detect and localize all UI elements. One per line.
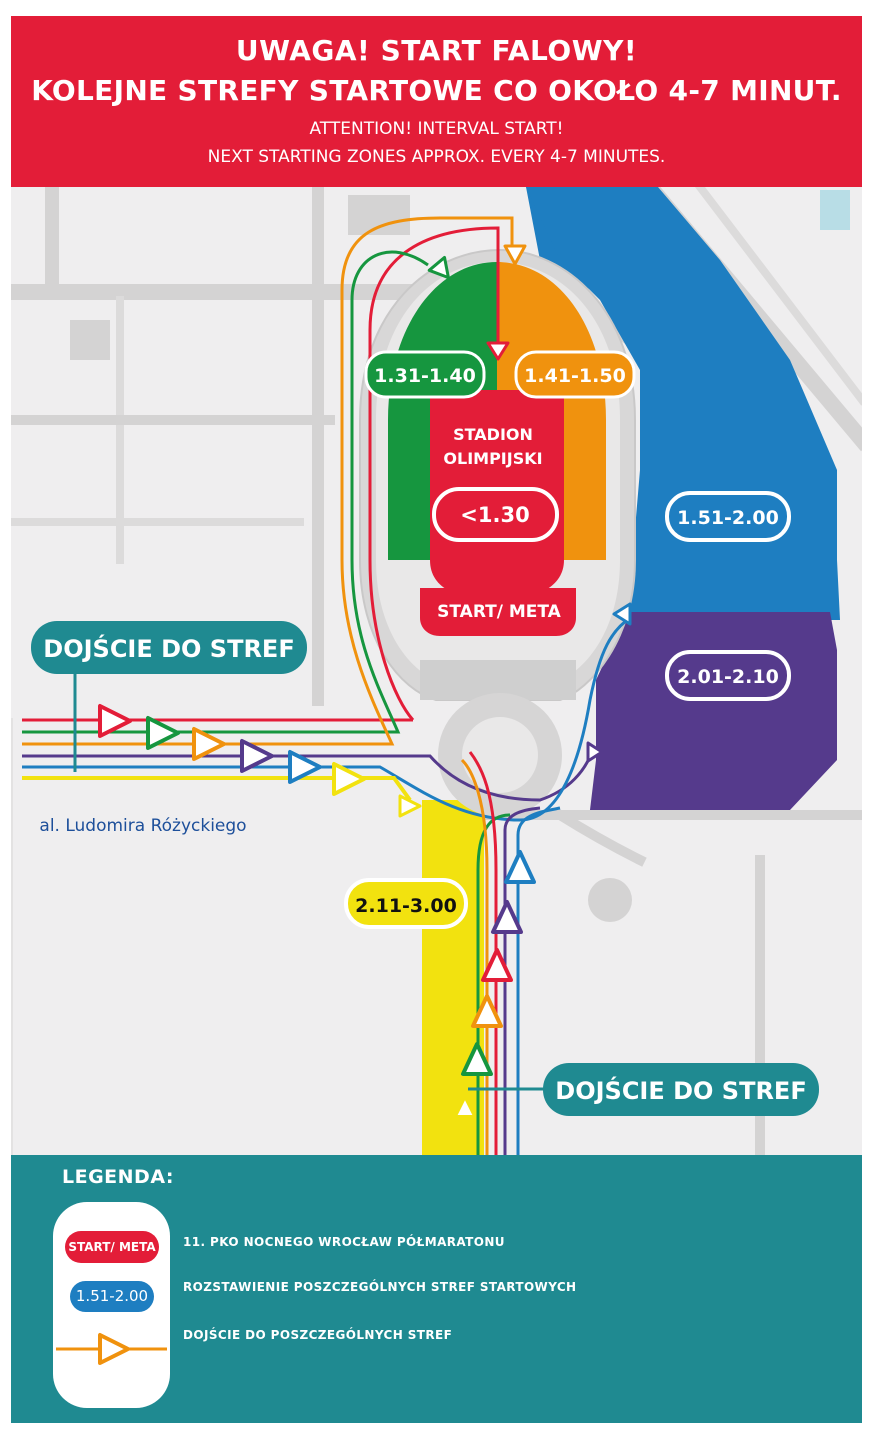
stadium-tower (420, 660, 576, 700)
legend-symbol-box: START/ META 1.51-2.00 (53, 1202, 170, 1408)
access-label-left: DOJŚCIE DO STREF (31, 621, 307, 674)
arrow-green-entry-icon (427, 255, 450, 280)
arrow-red-icon (98, 704, 132, 738)
zone-pill-purple-label: 2.01-2.10 (677, 666, 779, 688)
arrow-orange-entry-icon (503, 244, 527, 266)
route-orange (22, 216, 514, 746)
zone-pill-green-label: 1.31-1.40 (374, 365, 476, 387)
legend-title: LEGENDA: (62, 1166, 174, 1188)
access-label-right: DOJŚCIE DO STREF (543, 1063, 819, 1116)
zone-pill-elite: <1.30 (432, 487, 559, 542)
stadium-name-line1: STADION (453, 425, 533, 444)
route-arrows (98, 244, 632, 1117)
legend-item-access: DOJŚCIE DO POSZCZEGÓLNYCH STREF (183, 1328, 453, 1342)
map-area: 1.31-1.40 1.41-1.50 <1.30 1.51-2.00 2.01… (11, 187, 862, 1155)
zone-pill-elite-label: <1.30 (460, 503, 529, 527)
water-area (820, 190, 850, 230)
arrow-orange-icon (192, 727, 226, 761)
arrow-yellow-icon (332, 762, 366, 796)
legend-route-arrow-icon (56, 1333, 167, 1365)
arrow-yellow-up-icon (455, 1097, 475, 1117)
route-blue (22, 616, 631, 822)
zone-pill-blue-label: 1.51-2.00 (677, 507, 779, 529)
zone-pill-blue: 1.51-2.00 (665, 491, 791, 542)
header-title-en-line2: NEXT STARTING ZONES APPROX. EVERY 4-7 MI… (207, 147, 666, 167)
legend-start-meta-sample: START/ META (65, 1231, 159, 1263)
route-purple-south (503, 806, 541, 1155)
zone-pill-purple: 2.01-2.10 (665, 650, 791, 701)
zone-area-orange (497, 262, 606, 560)
route-blue-south (516, 806, 561, 1155)
zone-area-green (388, 262, 497, 560)
route-yellow (22, 776, 412, 802)
arrow-blue-up-icon (504, 850, 536, 884)
header-title-pl-line1: UWAGA! START FALOWY! (235, 34, 638, 67)
legend-panel: LEGENDA: START/ META 1.51-2.00 11. PKO N… (11, 1155, 862, 1423)
zone-area-yellow (422, 800, 484, 1155)
map-svg: 1.31-1.40 1.41-1.50 <1.30 1.51-2.00 2.01… (11, 187, 862, 1155)
start-meta-label: START/ META (437, 602, 562, 622)
header-title-pl-line2: KOLEJNE STREFY STARTOWE CO OKOŁO 4-7 MIN… (31, 74, 842, 107)
arrow-purple-entry-icon (586, 741, 604, 763)
route-orange-south (460, 758, 489, 1155)
street-name-label: al. Ludomira Różyckiego (39, 816, 246, 836)
arrow-blue-icon (288, 750, 322, 784)
route-green (22, 250, 429, 734)
arrow-green-up-icon (461, 1042, 493, 1076)
header-banner: UWAGA! START FALOWY! KOLEJNE STREFY STAR… (11, 16, 862, 187)
route-red-south (468, 751, 498, 1155)
legend-item-start-meta: 11. PKO NOCNEGO WROCŁAW PÓŁMARATONU (183, 1235, 505, 1249)
zone-pill-green: 1.31-1.40 (364, 350, 486, 399)
building (70, 320, 110, 360)
zone-pill-yellow-label: 2.11-3.00 (355, 895, 457, 917)
header-title-en-line1: ATTENTION! INTERVAL START! (309, 119, 564, 139)
arrow-purple-up-icon (491, 900, 523, 934)
legend-zone-sample: 1.51-2.00 (70, 1281, 154, 1312)
access-routes (22, 216, 631, 1155)
access-label-left-text: DOJŚCIE DO STREF (43, 633, 294, 663)
route-purple (22, 751, 594, 802)
arrow-red-entry-icon (486, 341, 510, 361)
access-label-right-text: DOJŚCIE DO STREF (555, 1075, 806, 1105)
zone-area-purple (590, 612, 837, 810)
legend-item-zones: ROZSTAWIENIE POSZCZEGÓLNYCH STREF STARTO… (183, 1280, 577, 1294)
building (588, 878, 632, 922)
route-red (22, 226, 500, 722)
arrow-red-up-icon (481, 948, 513, 982)
arrow-green-icon (146, 716, 180, 750)
start-meta-block (420, 588, 576, 636)
zone-pill-orange-label: 1.41-1.50 (524, 365, 626, 387)
arrow-purple-icon (240, 739, 274, 773)
arrow-orange-up-icon (471, 994, 503, 1028)
stadium-name-line2: OLIMPIJSKI (443, 449, 542, 468)
zone-pill-orange: 1.41-1.50 (514, 350, 636, 399)
building (348, 195, 410, 235)
arrow-yellow-small-icon (398, 794, 422, 818)
zone-pill-yellow: 2.11-3.00 (344, 878, 468, 929)
arrow-blue-entry-icon (612, 602, 632, 626)
